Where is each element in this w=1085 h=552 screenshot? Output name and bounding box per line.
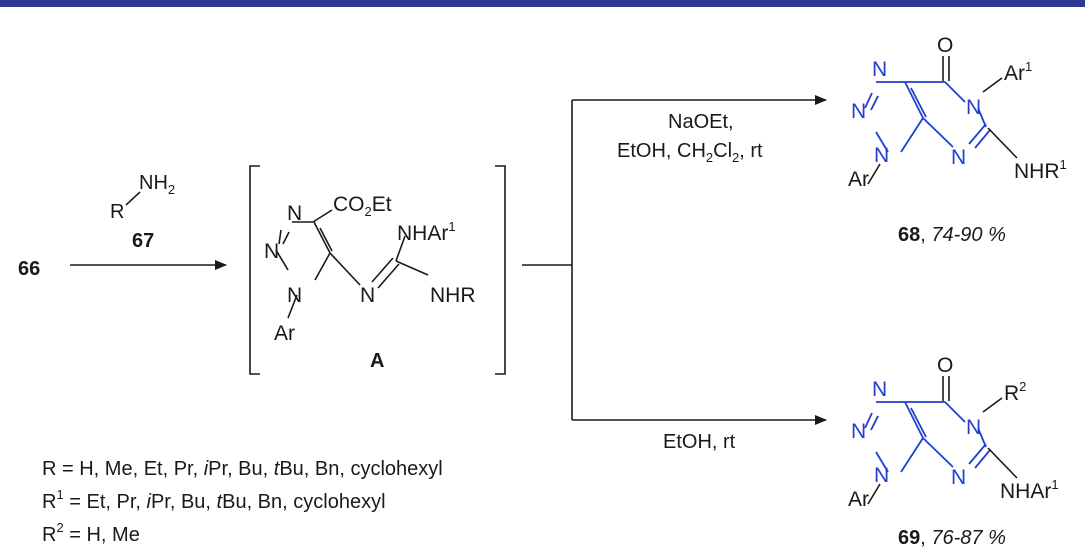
product-68-atom-n3: N: [872, 58, 887, 81]
product-69-yield: 76-87 %: [931, 527, 1006, 549]
intermediate-atom-ar: Ar: [274, 322, 295, 345]
intermediate-atom-n2: N: [264, 240, 279, 263]
reagent-amine: R NH2: [110, 172, 175, 223]
intermediate-A-structure: N N N Ar N CO2Et NHAr1 NHR: [264, 193, 476, 345]
product-68-structure: O N N N N N Ar Ar1 NHR1: [848, 34, 1067, 191]
intermediate-ester: CO2Et: [333, 193, 392, 219]
legend-r1: R1 = Et, Pr, iPr, Bu, tBu, Bn, cyclohexy…: [42, 487, 386, 513]
product-68-atom-n6: N: [966, 96, 981, 119]
intermediate-amine-top: NHAr1: [397, 219, 456, 245]
product-69-n-substituent: R2: [1004, 379, 1026, 405]
product-69-amine: NHAr1: [1000, 477, 1059, 503]
branch-connector: [522, 100, 573, 420]
svg-text:NH2: NH2: [139, 172, 175, 197]
reagent-r: R: [110, 201, 124, 223]
product-69-atom-n6: N: [966, 416, 981, 439]
top-condition-line2: EtOH, CH2Cl2, rt: [617, 140, 763, 165]
compound-69-label: 69: [898, 527, 920, 549]
compound-66-label: 66: [18, 258, 40, 280]
reagent-nh: NH: [139, 172, 168, 194]
top-condition-line1: NaOEt,: [668, 111, 734, 133]
product-68-atom-o: O: [937, 34, 953, 57]
intermediate-atom-n3: N: [287, 202, 302, 225]
intermediate-atom-n1: N: [287, 284, 302, 307]
product-68-atom-n2: N: [851, 100, 866, 123]
accent-bar: [0, 0, 1085, 7]
product-68-n-substituent: Ar1: [1004, 59, 1032, 85]
product-69-atom-n2: N: [851, 420, 866, 443]
product-69-structure: O N N N N N Ar R2 NHAr1: [848, 354, 1059, 511]
product-69-atom-o: O: [937, 354, 953, 377]
product-68-atom-ar: Ar: [848, 168, 869, 191]
intermediate-atom-n-imine: N: [360, 284, 375, 307]
reagent-nh-sub: 2: [168, 182, 175, 197]
product-68-atom-n4: N: [951, 146, 966, 169]
product-69-atom-n4: N: [951, 466, 966, 489]
product-69-caption: 69, 76-87 %: [898, 527, 1006, 549]
bottom-condition: EtOH, rt: [663, 431, 736, 453]
compound-67-label: 67: [132, 230, 154, 252]
intermediate-brackets: [249, 165, 506, 375]
legend-r2: R2 = H, Me: [42, 520, 140, 546]
intermediate-amine-bottom: NHR: [430, 284, 476, 307]
product-69-atom-n1: N: [874, 464, 889, 487]
product-68-caption: 68, 74-90 %: [898, 224, 1006, 246]
product-68-atom-n1: N: [874, 144, 889, 167]
legend-r: R = H, Me, Et, Pr, iPr, Bu, tBu, Bn, cyc…: [42, 458, 443, 480]
compound-68-label: 68: [898, 224, 920, 246]
product-68-yield: 74-90 %: [931, 224, 1006, 246]
intermediate-label-A: A: [370, 350, 384, 372]
product-69-atom-n3: N: [872, 378, 887, 401]
product-68-amine: NHR1: [1014, 157, 1067, 183]
product-69-atom-ar: Ar: [848, 488, 869, 511]
